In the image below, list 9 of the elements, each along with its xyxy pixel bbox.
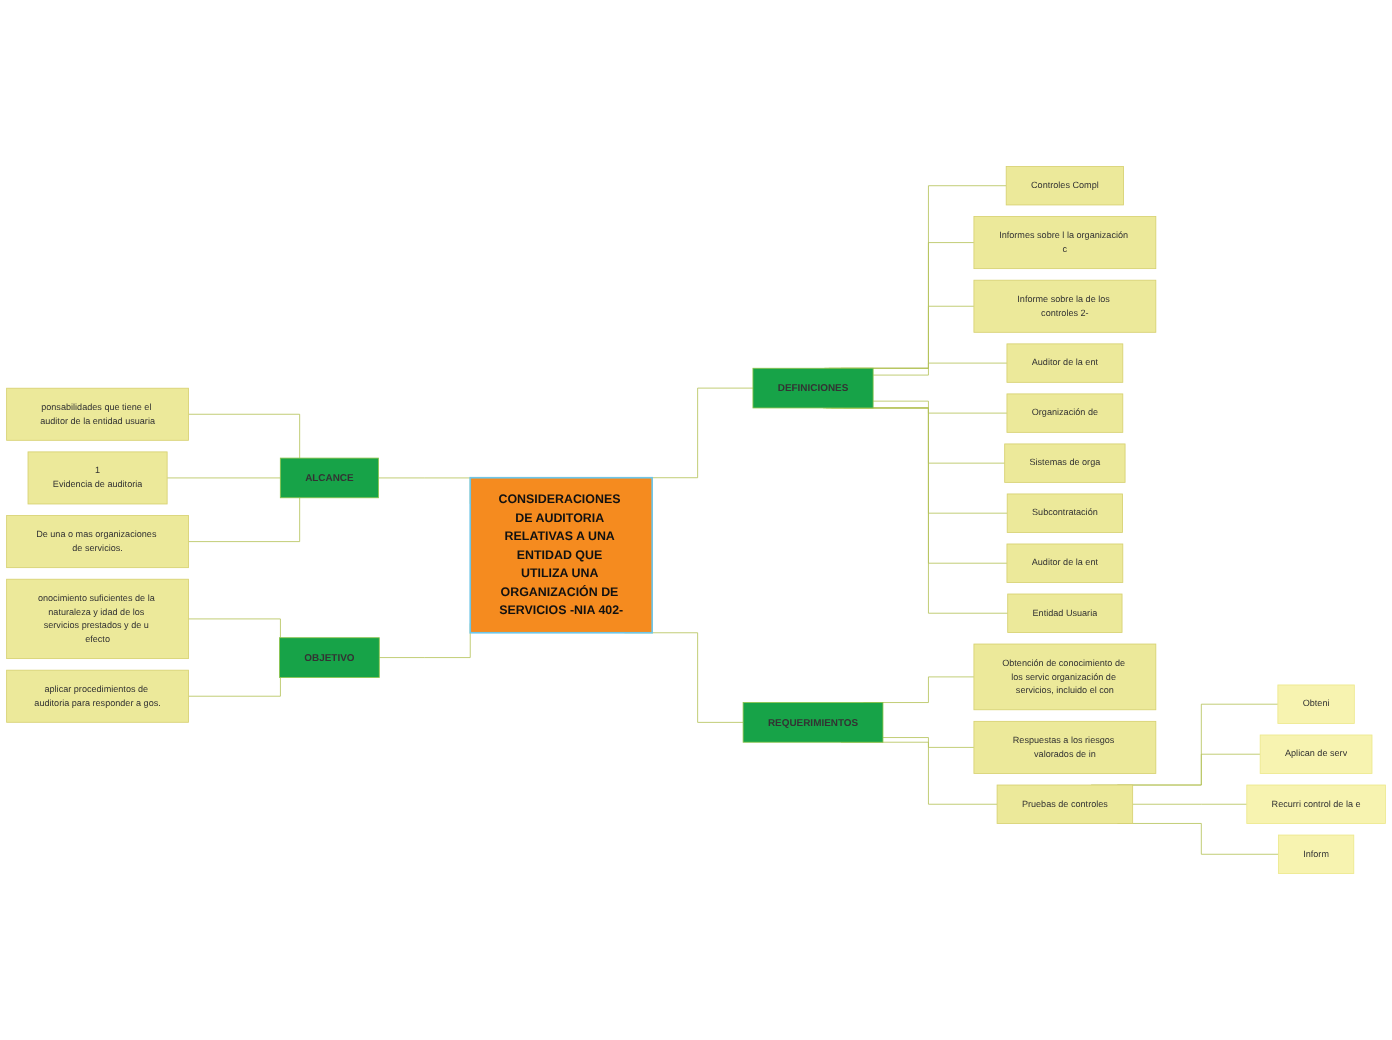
connector xyxy=(872,400,1008,414)
connector xyxy=(872,362,1008,376)
connector xyxy=(166,477,281,479)
connector xyxy=(188,497,301,542)
connector xyxy=(1132,803,1248,805)
connector xyxy=(882,737,975,748)
connector xyxy=(188,677,281,697)
connector xyxy=(188,618,281,639)
connector xyxy=(188,413,301,459)
